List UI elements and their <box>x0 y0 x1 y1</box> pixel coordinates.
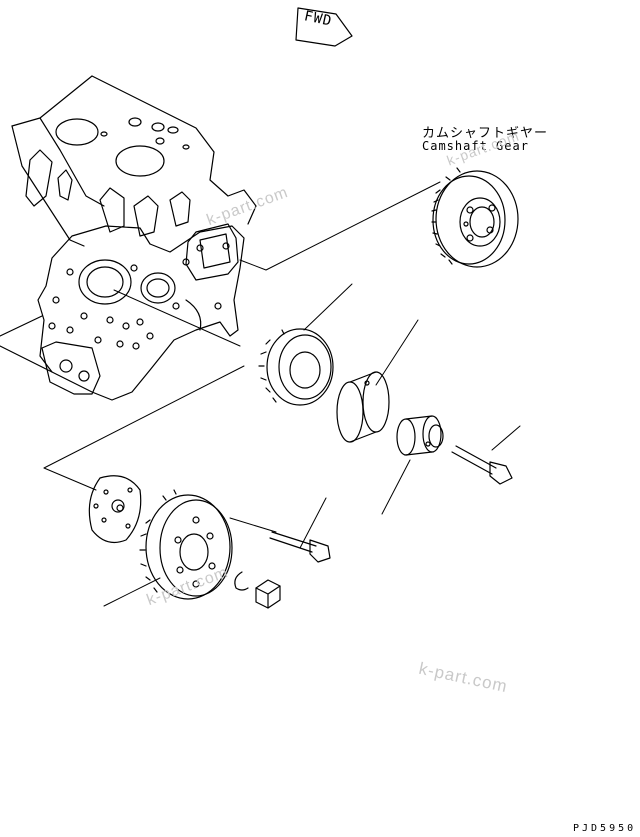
idler-gear <box>139 489 233 600</box>
leader-lines <box>43 181 521 607</box>
idler-shaft <box>396 415 444 456</box>
camshaft-gear <box>431 167 519 268</box>
nut <box>255 579 281 609</box>
gear-bolt <box>269 531 331 563</box>
engine-block <box>0 75 257 401</box>
part-label-english: Camshaft Gear <box>422 139 529 153</box>
fwd-arrow-marker <box>295 7 353 47</box>
snap-ring <box>234 571 249 591</box>
part-label-japanese: カムシャフトギヤー <box>422 126 549 141</box>
drawing-code: PJD5950 <box>573 823 637 834</box>
idler-gear-hub <box>88 475 142 543</box>
shaft-bolt <box>451 445 513 485</box>
bearing <box>258 328 334 406</box>
bushing <box>336 371 390 443</box>
